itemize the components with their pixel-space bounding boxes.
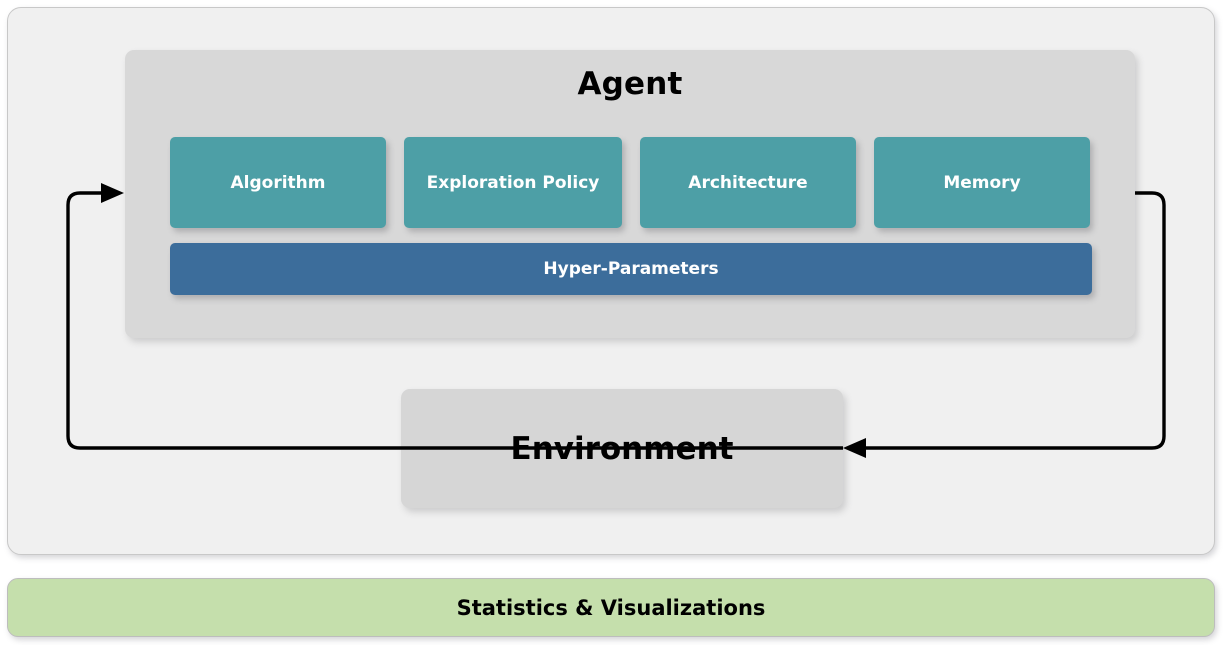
agent-component-exploration-policy[interactable]: Exploration Policy (404, 137, 622, 228)
agent-container: Agent Algorithm Exploration Policy Archi… (125, 50, 1135, 338)
agent-component-memory[interactable]: Memory (874, 137, 1090, 228)
statistics-and-visualizations-bar[interactable]: Statistics & Visualizations (7, 578, 1215, 637)
agent-component-architecture[interactable]: Architecture (640, 137, 856, 228)
agent-component-row: Algorithm Exploration Policy Architectur… (170, 137, 1092, 228)
environment-box[interactable]: Environment (401, 389, 843, 508)
agent-component-algorithm[interactable]: Algorithm (170, 137, 386, 228)
agent-title: Agent (577, 66, 683, 102)
hyper-parameters-bar[interactable]: Hyper-Parameters (170, 243, 1092, 295)
